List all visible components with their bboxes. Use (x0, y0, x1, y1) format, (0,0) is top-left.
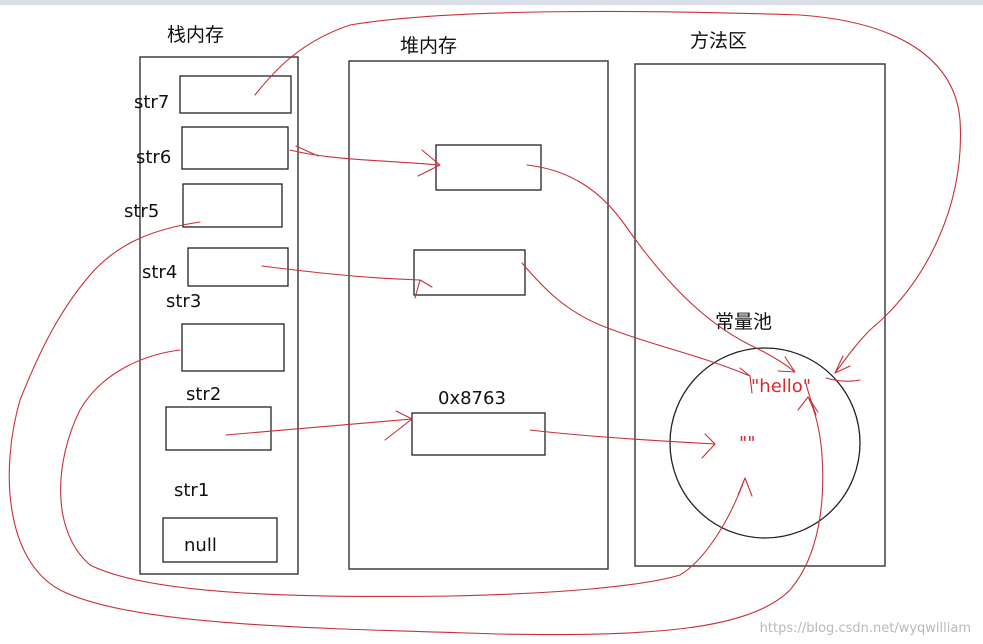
heap-frame (348, 60, 609, 570)
stack-slot-str3 (181, 323, 285, 372)
arrow-str6-to-heap (289, 145, 441, 177)
var-label-str7: str7 (134, 92, 169, 113)
constant-pool-title: 常量池 (715, 311, 772, 333)
var-label-str4: str4 (142, 262, 177, 283)
stack-frame (139, 56, 299, 575)
heap-title: 堆内存 (400, 35, 457, 57)
stack-slot-str2 (165, 406, 272, 451)
pool-string-hello: "hello" (751, 376, 811, 397)
stack-slot-str1 (162, 517, 278, 563)
heap-address-label: 0x8763 (438, 388, 506, 409)
arrow-str7-to-hello (254, 10, 962, 374)
arrow-heap6-to-hello (526, 164, 796, 373)
constant-pool-circle (669, 347, 861, 539)
top-border (0, 0, 983, 5)
stack-slot-str5 (182, 183, 283, 228)
null-value: null (184, 535, 217, 556)
arrow-heap2-to-empty (529, 429, 716, 459)
heap-object-str6 (435, 144, 542, 191)
reference-arrows (8, 10, 962, 636)
arrow-heap4-to-hello (521, 262, 753, 394)
var-label-str5: str5 (124, 201, 159, 222)
arrow-str5-to-hello (8, 221, 824, 636)
stack-slot-str7 (179, 75, 292, 114)
arrow-str2-to-heap (225, 410, 413, 441)
stack-slot-str4 (187, 247, 289, 287)
method-area-title: 方法区 (690, 30, 747, 52)
stack-slot-str6 (181, 126, 289, 170)
var-label-str3: str3 (166, 291, 201, 312)
heap-object-str2 (411, 412, 546, 456)
arrow-str4-to-heap (261, 265, 433, 299)
pool-string-empty: "" (739, 433, 756, 454)
var-label-str1: str1 (174, 480, 209, 501)
method-area-frame (634, 63, 886, 567)
stack-title: 栈内存 (167, 24, 224, 46)
heap-object-str4 (413, 249, 526, 296)
var-label-str6: str6 (136, 147, 171, 168)
arrow-hello-curl (804, 377, 861, 416)
watermark: https://blog.csdn.net/wyqwilliam (760, 621, 971, 636)
var-label-str2: str2 (186, 384, 221, 405)
arrow-str3-to-empty (60, 349, 753, 598)
